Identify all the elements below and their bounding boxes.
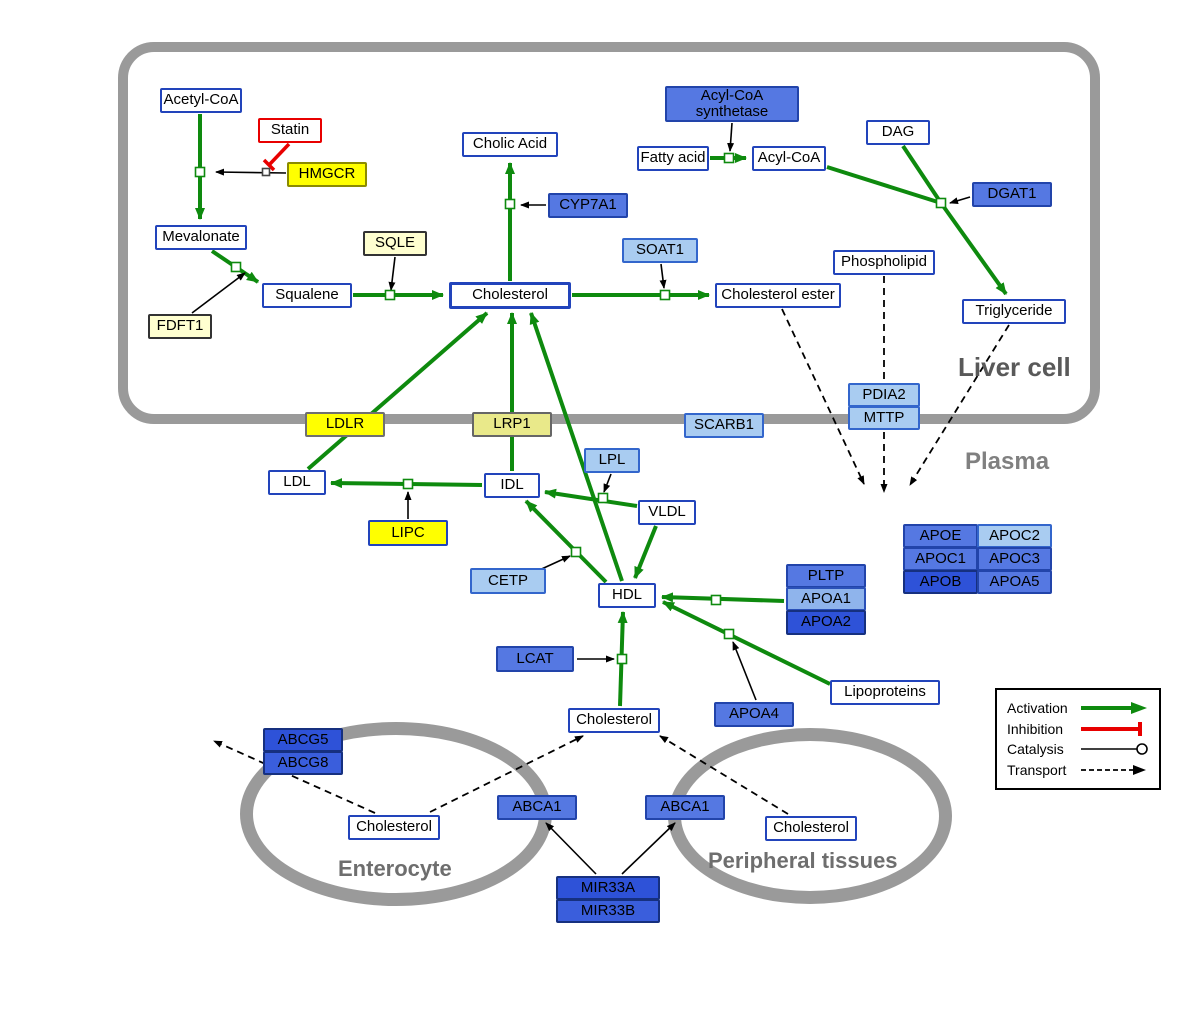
node-phospholipid[interactable]: Phospholipid — [833, 250, 935, 275]
node-lpl[interactable]: LPL — [584, 448, 640, 473]
node-mir33b[interactable]: MIR33B — [556, 899, 660, 923]
node-hdl[interactable]: HDL — [598, 583, 656, 608]
node-ldl[interactable]: LDL — [268, 470, 326, 495]
node-apoe[interactable]: APOE — [903, 524, 978, 548]
legend-activation: Activation — [1007, 698, 1149, 719]
node-cholesterol-peripheral[interactable]: Cholesterol — [765, 816, 857, 841]
node-idl[interactable]: IDL — [484, 473, 540, 498]
catalysis-apoa4 — [732, 641, 757, 701]
edge-vldl-idl — [544, 488, 638, 508]
node-apoa1[interactable]: APOA1 — [786, 587, 866, 611]
catalysis-circle-icon — [1081, 743, 1148, 756]
node-apoc3[interactable]: APOC3 — [977, 547, 1052, 571]
node-statin[interactable]: Statin — [258, 118, 322, 143]
node-triglyceride[interactable]: Triglyceride — [962, 299, 1066, 324]
legend-catalysis-label: Catalysis — [1007, 741, 1064, 758]
plasma-label: Plasma — [965, 448, 1050, 475]
legend: Activation Inhibition Catalysis Transpor… — [995, 688, 1161, 790]
legend-inhibition-label: Inhibition — [1007, 720, 1064, 737]
node-acyl-coa[interactable]: Acyl-CoA — [752, 146, 826, 171]
node-apoa4[interactable]: APOA4 — [714, 702, 794, 727]
node-pdia2[interactable]: PDIA2 — [848, 383, 920, 407]
node-lcat[interactable]: LCAT — [496, 646, 574, 672]
node-mir33a[interactable]: MIR33A — [556, 876, 660, 900]
node-abca1-peripheral[interactable]: ABCA1 — [645, 795, 725, 820]
edge-mir33-abca1-right — [621, 822, 676, 875]
node-abcg5[interactable]: ABCG5 — [263, 728, 343, 752]
node-scarb1[interactable]: SCARB1 — [684, 413, 764, 438]
catalysis-lpl — [603, 473, 612, 493]
edge-mir33-abca1-left — [545, 822, 597, 875]
activation-arrow-icon — [1081, 702, 1147, 715]
node-cholesterol-liver[interactable]: Cholesterol — [449, 282, 571, 309]
node-apoa2[interactable]: APOA2 — [786, 610, 866, 635]
node-cholesterol-plasma[interactable]: Cholesterol — [568, 708, 660, 733]
node-acetyl-coa[interactable]: Acetyl-CoA — [160, 88, 242, 113]
node-apoa5[interactable]: APOA5 — [977, 570, 1052, 594]
node-sqle[interactable]: SQLE — [363, 231, 427, 256]
node-mttp[interactable]: MTTP — [848, 406, 920, 430]
node-abcg8[interactable]: ABCG8 — [263, 751, 343, 775]
node-squalene[interactable]: Squalene — [262, 283, 352, 308]
node-cholic-acid[interactable]: Cholic Acid — [462, 132, 558, 157]
peripheral-tissues-label: Peripheral tissues — [708, 848, 898, 873]
legend-catalysis: Catalysis — [1007, 739, 1149, 760]
liver-cell-label: Liver cell — [958, 352, 1071, 382]
node-lrp1[interactable]: LRP1 — [472, 412, 552, 437]
legend-transport: Transport — [1007, 760, 1149, 781]
node-fatty-acid[interactable]: Fatty acid — [637, 146, 709, 171]
edge-idl-ldl — [330, 478, 483, 489]
legend-inhibition: Inhibition — [1007, 719, 1149, 740]
node-cyp7a1[interactable]: CYP7A1 — [548, 193, 628, 218]
node-cetp[interactable]: CETP — [470, 568, 546, 594]
legend-activation-label: Activation — [1007, 700, 1068, 717]
node-cholesterol-ester[interactable]: Cholesterol ester — [715, 283, 841, 308]
node-apoc1[interactable]: APOC1 — [903, 547, 978, 571]
liver-cell-membrane — [118, 42, 1100, 424]
node-acyl-coa-synthetase[interactable]: Acyl-CoA synthetase — [665, 86, 799, 122]
node-fdft1[interactable]: FDFT1 — [148, 314, 212, 339]
node-ldlr[interactable]: LDLR — [305, 412, 385, 437]
node-lipoproteins[interactable]: Lipoproteins — [830, 680, 940, 705]
node-pltp[interactable]: PLTP — [786, 564, 866, 588]
node-soat1[interactable]: SOAT1 — [622, 238, 698, 263]
node-abca1-enterocyte[interactable]: ABCA1 — [497, 795, 577, 820]
legend-transport-label: Transport — [1007, 761, 1067, 778]
enterocyte-label: Enterocyte — [338, 856, 452, 881]
node-cholesterol-enterocyte[interactable]: Cholesterol — [348, 815, 440, 840]
node-mevalonate[interactable]: Mevalonate — [155, 225, 247, 250]
node-apoc2[interactable]: APOC2 — [977, 524, 1052, 548]
node-dag[interactable]: DAG — [866, 120, 930, 145]
node-hmgcr[interactable]: HMGCR — [287, 162, 367, 187]
node-apob[interactable]: APOB — [903, 570, 978, 594]
transport-dashed-arrow-icon — [1081, 764, 1146, 775]
node-dgat1[interactable]: DGAT1 — [972, 182, 1052, 207]
inhibition-tbar-icon — [1081, 721, 1142, 736]
edge-apoa-group-hdl — [661, 592, 785, 603]
edge-vldl-hdl — [633, 525, 658, 579]
node-lipc[interactable]: LIPC — [368, 520, 448, 546]
edge-cholesterol-hdl — [617, 611, 628, 707]
node-vldl[interactable]: VLDL — [638, 500, 696, 525]
